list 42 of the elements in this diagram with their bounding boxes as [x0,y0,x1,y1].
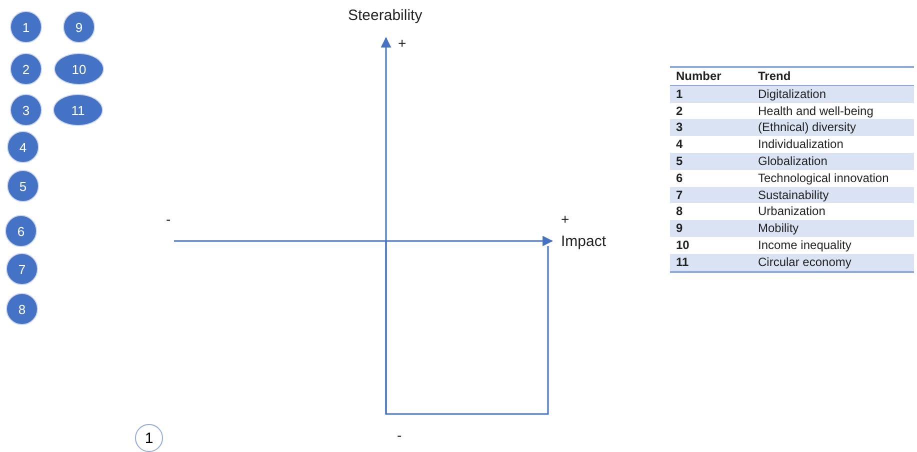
table-cell: 1 [670,85,752,103]
number-circle: 1 [10,11,42,43]
table-cell: 7 [670,186,752,204]
table-cell: Individualization [752,136,914,153]
table-cell: Digitalization [752,85,914,103]
table-cell: 9 [670,220,752,237]
table-cell: 11 [670,254,752,272]
column-header: Trend [752,67,914,86]
column-header: Number [670,67,752,86]
table-cell: Mobility [752,220,914,237]
table-cell: 4 [670,136,752,153]
table-cell: Technological innovation [752,170,914,187]
table-cell: Globalization [752,152,914,170]
table-cell: Health and well-being [752,102,914,120]
number-circle: 5 [7,170,39,202]
axis-end-sign: - [397,428,402,442]
axis-end-sign: - [166,212,171,226]
table-cell: Sustainability [752,186,914,204]
number-circle: 8 [6,293,38,325]
table-cell: 8 [670,203,752,220]
axis-title: Steerability [348,8,422,23]
table-cell: Urbanization [752,203,914,220]
axis-title: Impact [561,234,606,249]
table-cell: 2 [670,102,752,120]
table-cell: 10 [670,236,752,254]
number-circle: 4 [7,131,39,163]
number-circle: 9 [63,11,95,43]
axis-end-sign: + [398,36,406,50]
table-cell: Circular economy [752,254,914,272]
table-cell: 6 [670,170,752,187]
number-circle: 2 [10,53,42,85]
axis-end-sign: + [561,212,570,226]
number-circle: 10 [54,53,104,85]
number-circle: 7 [6,253,38,285]
number-circle: 11 [53,94,103,126]
number-circle: 3 [10,94,42,126]
table-cell: (Ethnical) diversity [752,119,914,136]
number-circle: 6 [5,215,37,247]
table-cell: Income inequality [752,236,914,254]
table-cell: 5 [670,152,752,170]
number-circle: 1 [135,424,163,452]
table-cell: 3 [670,119,752,136]
